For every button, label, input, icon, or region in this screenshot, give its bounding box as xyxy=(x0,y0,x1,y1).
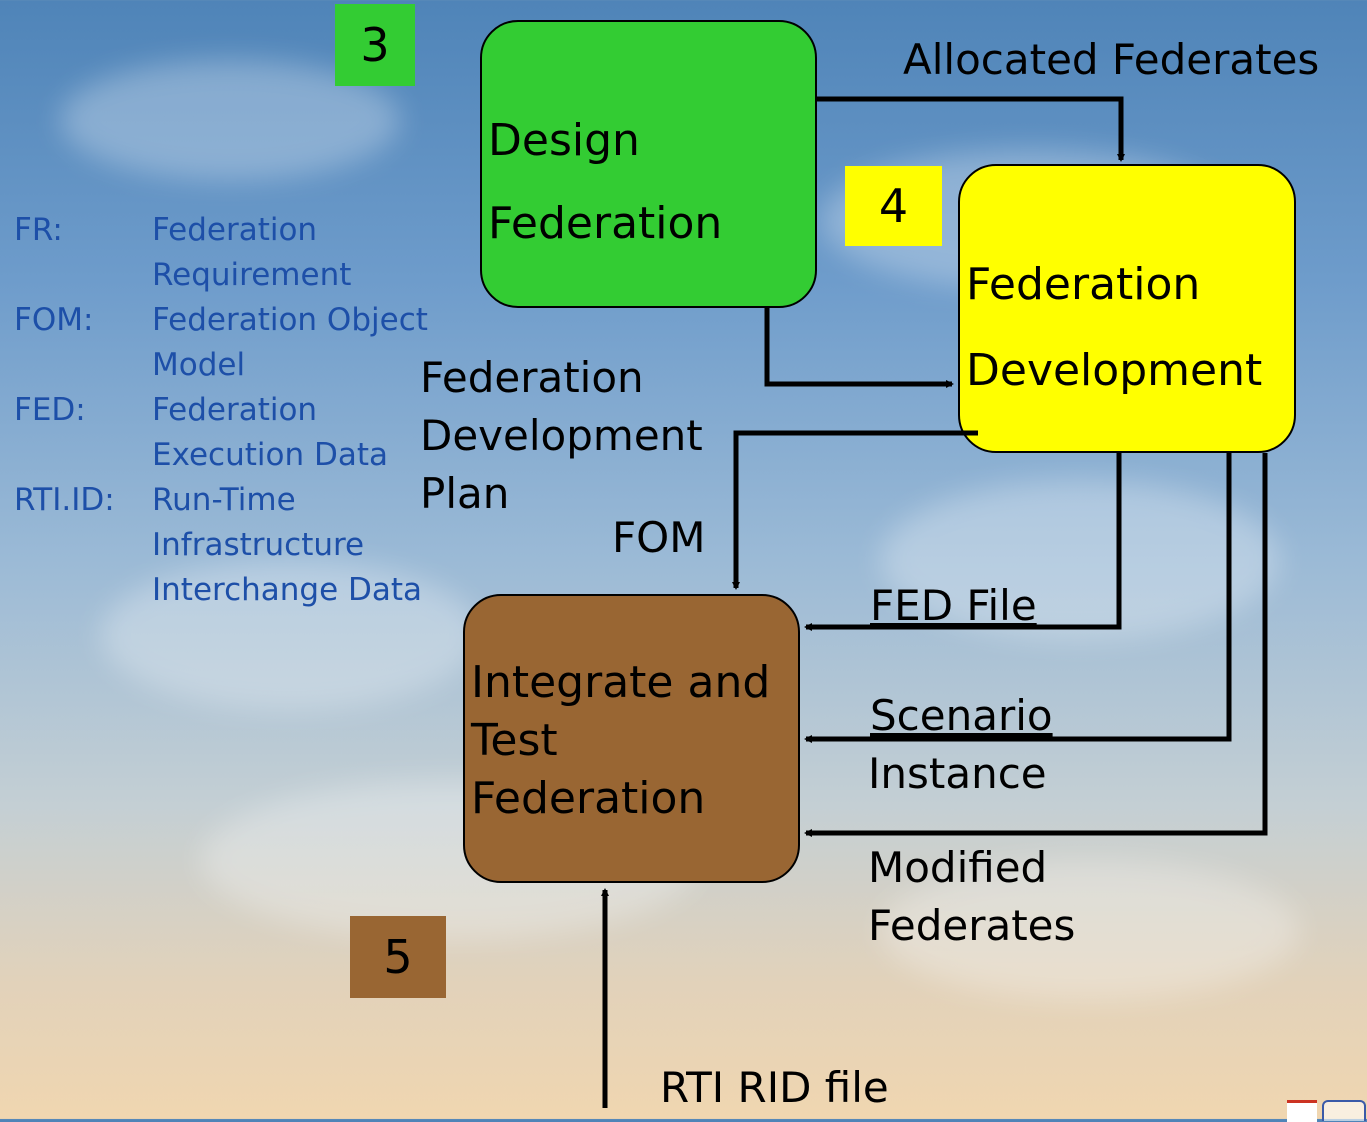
legend-abbr: FED: xyxy=(14,392,86,428)
legend-def: Requirement xyxy=(152,257,352,293)
legend-abbr: FR: xyxy=(14,212,63,248)
label-fom: FOM xyxy=(612,513,706,562)
arrow-modified-federates xyxy=(804,453,1268,837)
arrow-fom xyxy=(732,430,978,590)
legend-def: Model xyxy=(152,347,246,383)
label-fed-dev-plan-1: Federation xyxy=(420,353,644,402)
label-rti-rid-file: RTI RID file xyxy=(660,1063,889,1112)
cloud xyxy=(880,860,1300,1000)
legend-def: Federation xyxy=(152,392,318,428)
step-number-4: 4 xyxy=(845,166,942,246)
legend-def: Interchange Data xyxy=(152,572,423,608)
integrate-box-line3: Federation xyxy=(471,773,706,824)
federation-development-box: Federation Development xyxy=(958,164,1296,453)
legend-abbr: FOM: xyxy=(14,302,94,338)
label-allocated-federates: Allocated Federates xyxy=(903,35,1320,84)
step-number-3: 3 xyxy=(335,4,415,86)
legend-def: Execution Data xyxy=(152,437,388,473)
cloud xyxy=(100,560,480,710)
arrow-allocated-federates xyxy=(817,96,1125,162)
label-instance: Instance xyxy=(868,749,1047,798)
label-fed-dev-plan-3: Plan xyxy=(420,469,510,518)
develop-box-line2: Development xyxy=(966,345,1263,396)
arrow-scenario-instance xyxy=(804,453,1232,743)
legend-def: Federation xyxy=(152,212,318,248)
logo-icon xyxy=(1322,1100,1366,1121)
legend-abbr: RTI.ID: xyxy=(14,482,115,518)
integrate-test-federation-box: Integrate and Test Federation xyxy=(463,594,800,883)
label-federates: Federates xyxy=(868,901,1076,950)
flag-icon xyxy=(1287,1100,1317,1122)
label-fed-dev-plan-2: Development xyxy=(420,411,703,460)
develop-box-line1: Federation xyxy=(966,259,1201,310)
design-box-line1: Design xyxy=(488,115,640,166)
cloud xyxy=(880,480,1280,640)
arrow-fed-dev-plan xyxy=(764,308,954,388)
design-federation-box: Design Federation xyxy=(480,20,817,308)
step-number-5: 5 xyxy=(350,916,446,998)
label-scenario: Scenario xyxy=(870,691,1053,740)
integrate-box-line2: Test xyxy=(471,715,558,766)
arrow-fed-file xyxy=(804,453,1122,631)
legend-def: Run-Time xyxy=(152,482,296,518)
legend-def: Infrastructure xyxy=(152,527,365,563)
label-fed-file: FED File xyxy=(870,581,1037,630)
integrate-box-line1: Integrate and xyxy=(471,657,771,708)
label-modified: Modified xyxy=(868,843,1048,892)
design-box-line2: Federation xyxy=(488,198,723,249)
legend-def: Federation Object xyxy=(152,302,428,338)
